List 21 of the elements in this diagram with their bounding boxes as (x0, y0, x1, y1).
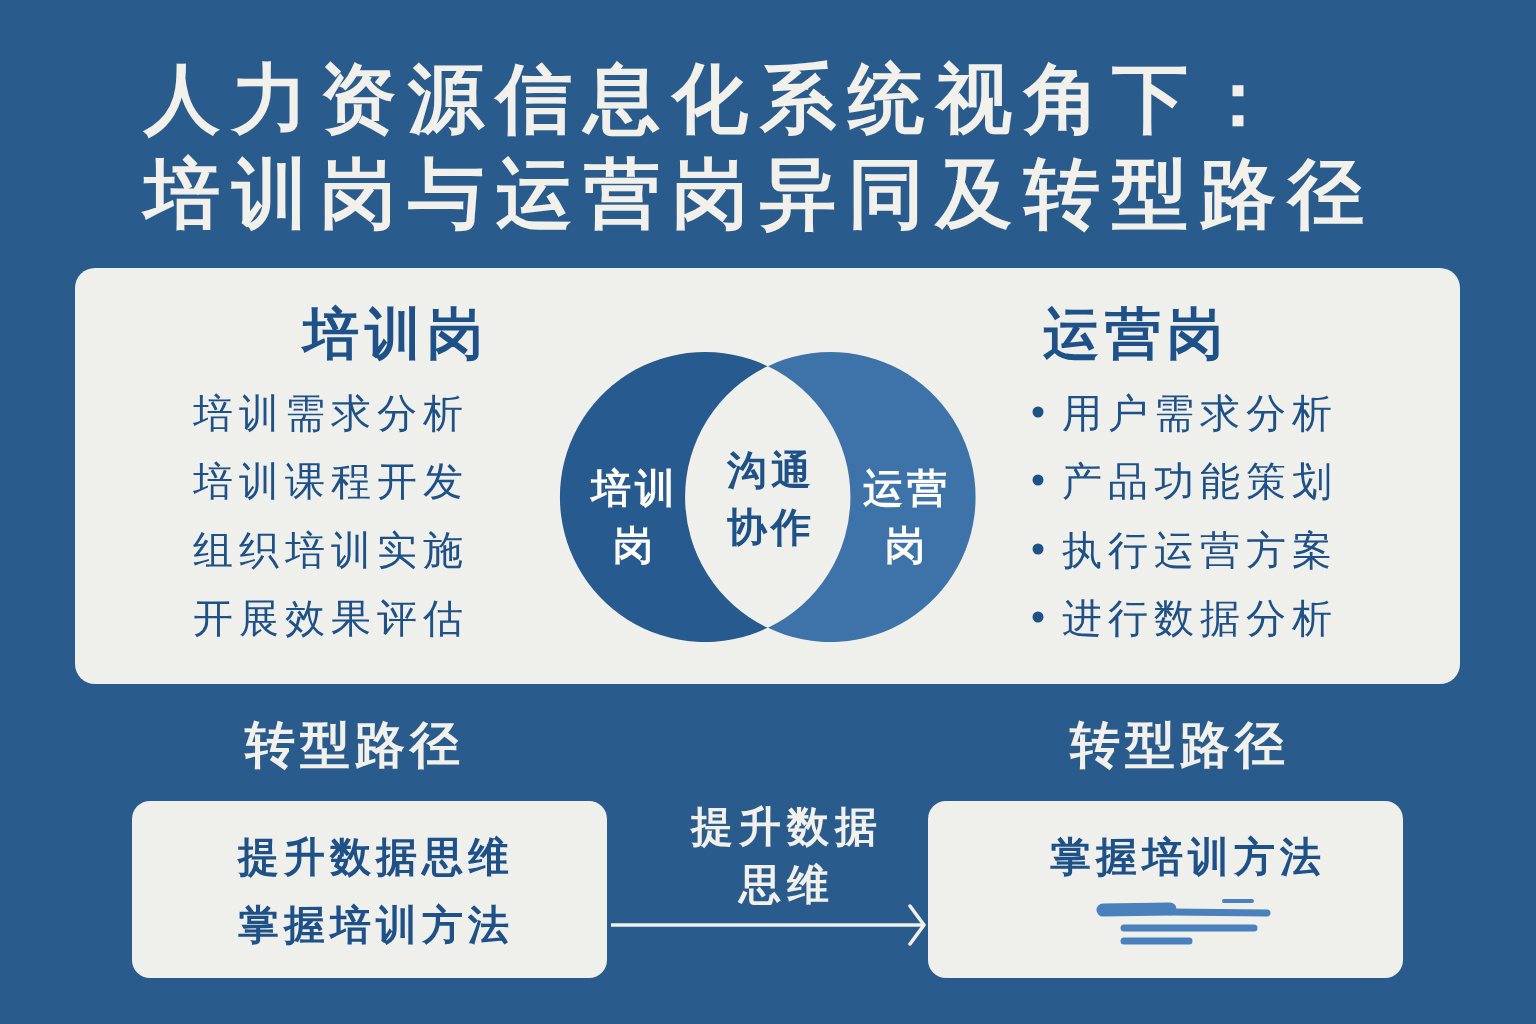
section-heading: 转型路径 (245, 714, 465, 776)
arrow (611, 904, 926, 946)
box-text: 掌握培训方法 (238, 899, 514, 951)
column-heading: 培训岗 (303, 299, 489, 368)
list-item: 开展效果评估 (193, 594, 469, 643)
section-heading: 转型路径 (1070, 714, 1290, 776)
list-item: 培训课程开发 (193, 457, 469, 506)
box-text: 掌握培训方法 (1050, 831, 1326, 883)
edge-label: 提升数据思维 (689, 801, 884, 911)
list-item: 执行运营方案 (1062, 526, 1338, 575)
list-item: 组织培训实施 (193, 526, 469, 575)
list-item: 用户需求分析 (1062, 389, 1338, 438)
circle-label: 培训岗 (589, 463, 680, 570)
column-heading: 运营岗 (1043, 299, 1229, 368)
overlap-label: 沟通协作 (717, 441, 821, 556)
list-item: 产品功能策划 (1062, 457, 1338, 506)
box-text: 提升数据思维 (238, 831, 514, 883)
circle-label: 运营岗 (862, 463, 952, 570)
list-item: 进行数据分析 (1062, 594, 1338, 643)
list-item: 培训需求分析 (193, 389, 469, 438)
info-panel (75, 268, 1460, 684)
